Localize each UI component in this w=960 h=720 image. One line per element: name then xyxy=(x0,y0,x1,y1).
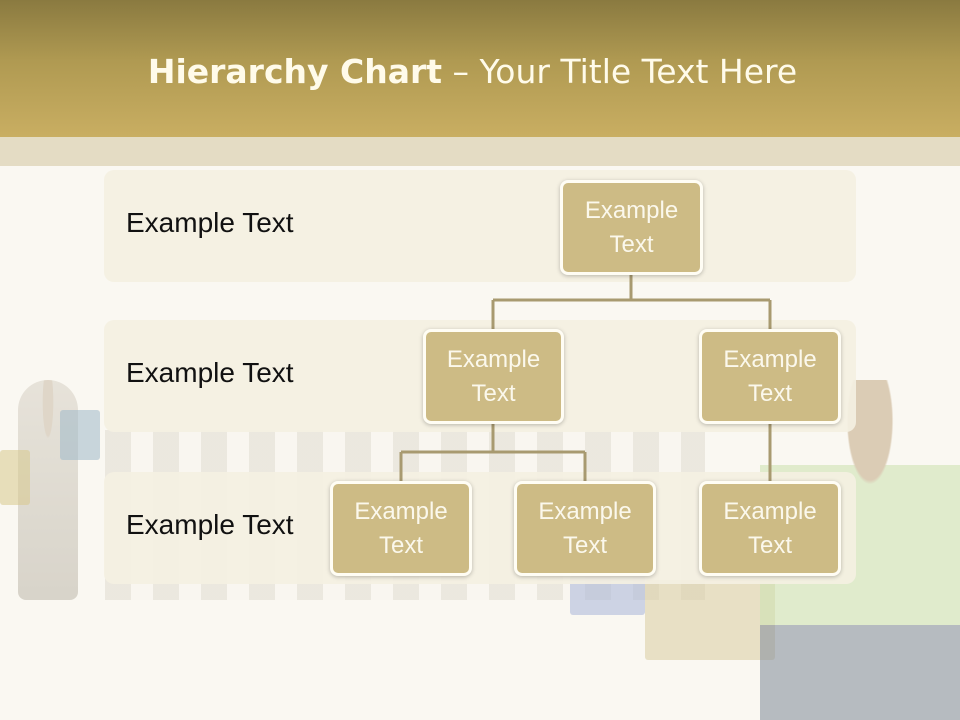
band-label: Example Text xyxy=(126,509,294,540)
level-band-1: Example Text xyxy=(104,170,856,282)
title-rest: – Your Title Text Here xyxy=(442,52,798,91)
title-bar xyxy=(0,0,960,137)
background-bag xyxy=(0,450,30,505)
band-label: Example Text xyxy=(126,207,294,238)
node-level3-c[interactable]: Example Text xyxy=(699,481,841,576)
node-level3-b[interactable]: Example Text xyxy=(514,481,656,576)
node-root[interactable]: Example Text xyxy=(560,180,703,275)
connector-root xyxy=(491,274,772,330)
node-level2-left[interactable]: Example Text xyxy=(423,329,564,424)
slide-title: Hierarchy Chart – Your Title Text Here xyxy=(0,52,945,91)
background-bag xyxy=(645,580,775,660)
title-bar-strip xyxy=(0,137,960,166)
connector-left xyxy=(399,423,587,482)
background-bag xyxy=(60,410,100,460)
node-level2-right[interactable]: Example Text xyxy=(699,329,841,424)
node-level3-a[interactable]: Example Text xyxy=(330,481,472,576)
band-label: Example Text xyxy=(126,357,294,388)
title-bold: Hierarchy Chart xyxy=(147,52,443,91)
